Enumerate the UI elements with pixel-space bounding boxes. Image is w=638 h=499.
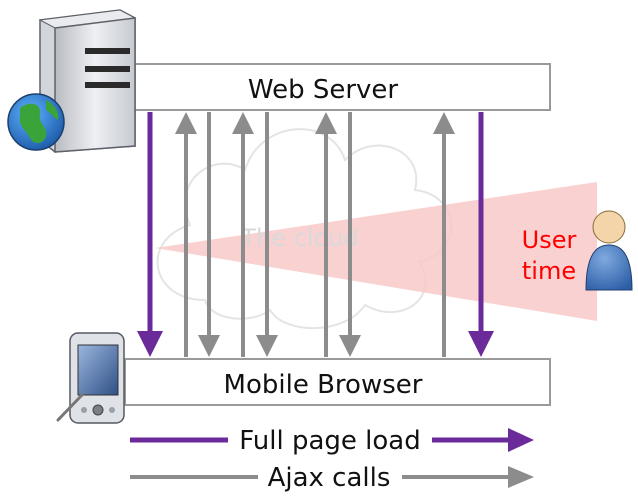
mobile-browser-box bbox=[124, 358, 551, 406]
web-server-box bbox=[124, 63, 551, 111]
arrow-head bbox=[232, 112, 254, 134]
user-icon bbox=[585, 210, 633, 291]
arrow-head bbox=[137, 331, 163, 357]
mobile-browser-label: Mobile Browser bbox=[224, 370, 423, 400]
arrow-head bbox=[256, 335, 278, 357]
arrow-head bbox=[468, 331, 494, 357]
globe-icon bbox=[7, 93, 65, 151]
user-time-wedge bbox=[155, 182, 597, 321]
web-server-label: Web Server bbox=[248, 75, 399, 105]
full-page-load-arrow-1 bbox=[137, 112, 163, 357]
legend-ajax-label: Ajax calls bbox=[268, 463, 391, 493]
ajax-call-arrow-2 bbox=[175, 112, 197, 357]
legend-ajax-arrowhead bbox=[508, 466, 534, 488]
arrow-head bbox=[433, 112, 455, 134]
full-page-load-arrow-9 bbox=[468, 112, 494, 357]
arrow-head bbox=[198, 335, 220, 357]
ajax-call-arrow-4 bbox=[232, 112, 254, 357]
ajax-call-arrow-7 bbox=[339, 112, 361, 357]
ajax-call-arrow-8 bbox=[433, 112, 455, 357]
cloud-label: The cloud bbox=[240, 224, 358, 252]
user-time-label-line2: time bbox=[522, 257, 576, 285]
ajax-call-arrow-6 bbox=[315, 112, 337, 357]
legend: Full page load Ajax calls bbox=[130, 426, 534, 493]
arrow-head bbox=[175, 112, 197, 134]
legend-full-page-label: Full page load bbox=[239, 426, 421, 456]
legend-full-page-arrowhead bbox=[508, 428, 534, 452]
pda-icon bbox=[56, 332, 125, 424]
ajax-call-arrow-3 bbox=[198, 112, 220, 357]
user-time-label-line1: User bbox=[522, 226, 577, 254]
ajax-call-arrow-5 bbox=[256, 112, 278, 357]
arrow-head bbox=[315, 112, 337, 134]
arrows-group bbox=[137, 112, 494, 357]
arrow-head bbox=[339, 335, 361, 357]
